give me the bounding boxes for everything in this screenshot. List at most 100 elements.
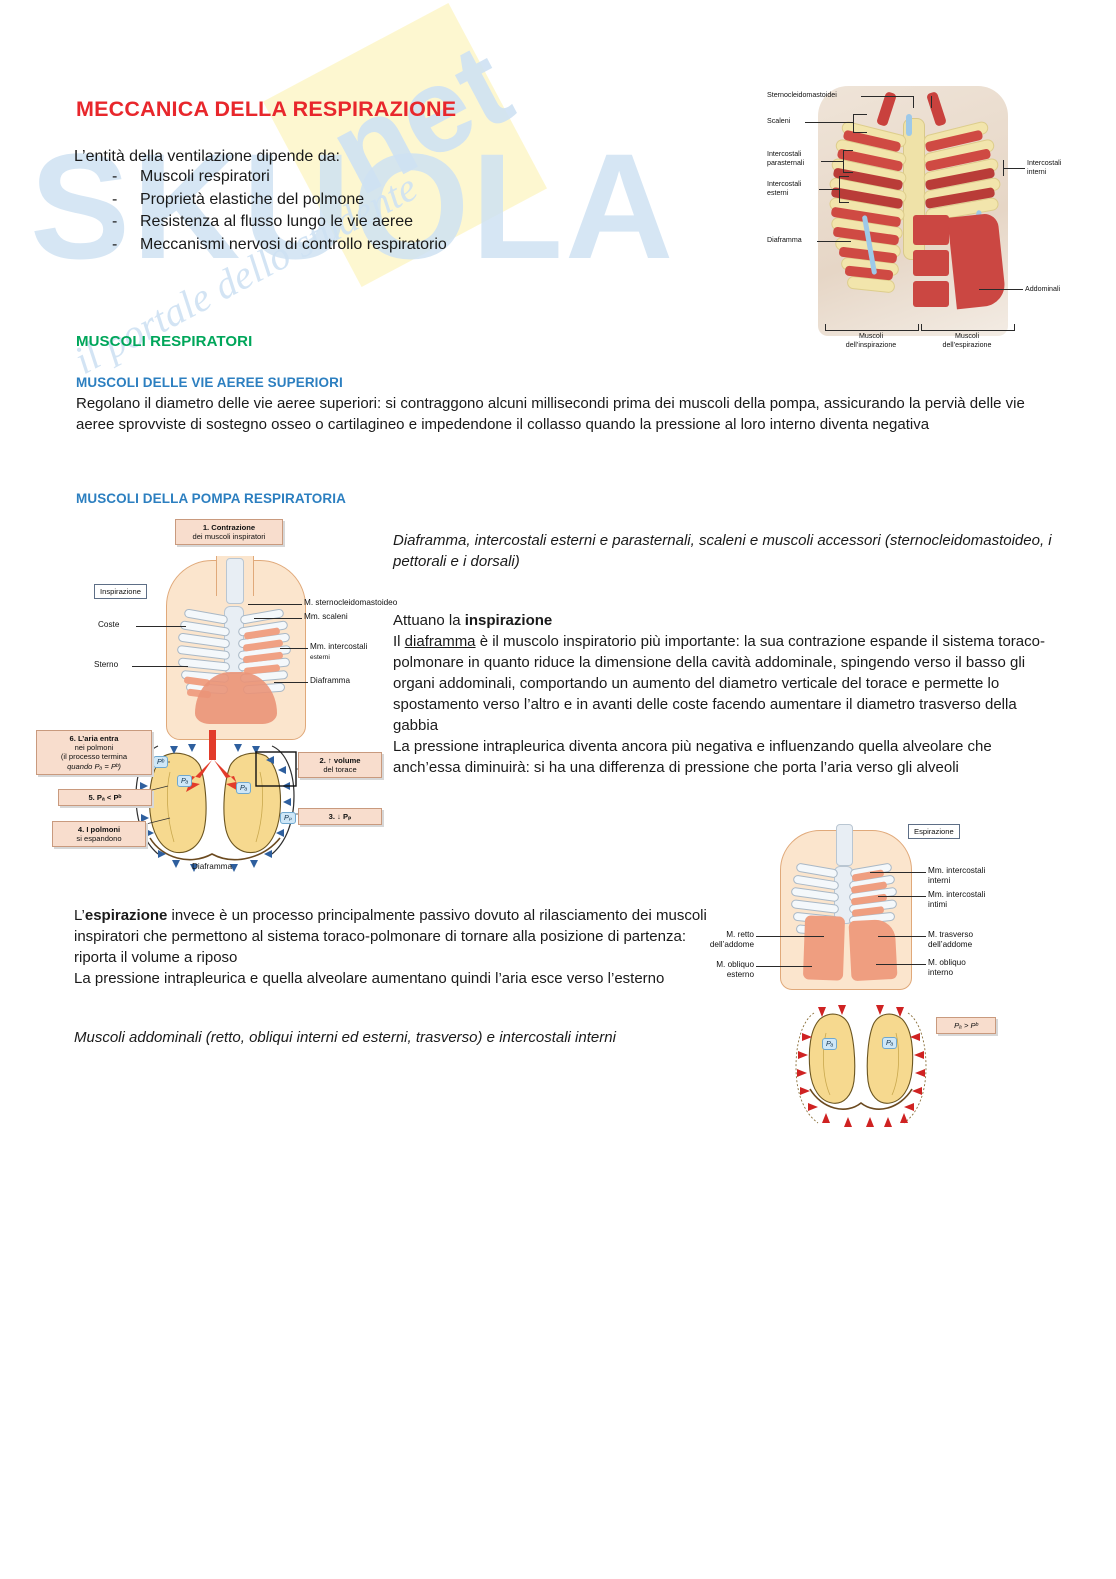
- expiration-pressure-body: La pressione intrapleurica e quella alve…: [74, 970, 665, 987]
- figure-box-5-pressure: 5. Pₐ < Pᵇ: [58, 789, 152, 807]
- list-item-label: Resistenza al flusso lungo le vie aeree: [140, 213, 414, 230]
- figure-label-scaleni: Scaleni: [767, 117, 791, 125]
- leader-line: [1003, 160, 1004, 176]
- figure-label-sterno: Sterno: [94, 660, 119, 669]
- list-item: - Proprietà elastiche del polmone: [74, 189, 447, 212]
- pressure-badge-pa-left: Pₐ: [822, 1038, 838, 1050]
- leader-line: [248, 604, 302, 605]
- figure-mode-label-espirazione: Espirazione: [908, 824, 960, 839]
- figure-label-coste: Coste: [98, 620, 120, 629]
- leader-line: [280, 648, 308, 649]
- vein-shape: [906, 114, 912, 136]
- dependency-list: - Muscoli respiratori - Proprietà elastich…: [74, 166, 447, 256]
- figure-label-sternocleidomastoideo: M. sternocleidomastoideo: [304, 598, 398, 607]
- leader-line: [821, 161, 843, 162]
- oblique-muscle-shape: [848, 918, 898, 982]
- pressure-badge-pa-left: Pₐ: [177, 775, 193, 787]
- brace-expiration: [921, 324, 1015, 331]
- lungs-inspiration-illustration: [135, 730, 316, 872]
- leader-line: [1003, 168, 1025, 169]
- figure-box-4-polmoni-espandono: 4. I polmoni si espandono: [52, 821, 146, 848]
- lungs-expiration-illustration: [795, 1005, 927, 1127]
- intro-lead: L’entità della ventilazione dipende da:: [74, 148, 340, 165]
- figure-inspiration-torso: Inspirazione Coste Sterno M. sternocleid…: [88, 556, 397, 741]
- brace-inspiration: [825, 324, 919, 331]
- pressure-badge-pp: Pₚ: [280, 812, 296, 824]
- figure-thorax-muscles: Sternocleidomastoidei Scaleni Intercosta…: [763, 70, 1061, 350]
- list-item: - Resistenza al flusso lungo le vie aeree: [74, 211, 447, 234]
- subsection-heading-pompa-respiratoria: MUSCOLI DELLA POMPA RESPIRATORIA: [76, 491, 346, 506]
- figure-box-pressure-comparison: Pₐ > Pᵇ: [936, 1017, 996, 1035]
- leader-line: [853, 114, 867, 115]
- abdominal-muscle-shape: [913, 215, 949, 245]
- figure-box-2-volume-torace: 2. ↑ volume del torace: [298, 752, 382, 779]
- subsection-heading-vie-aeree-superiori: MUSCOLI DELLE VIE AEREE SUPERIORI: [76, 375, 343, 390]
- figure-mode-label-inspirazione: Inspirazione: [94, 584, 147, 599]
- leader-line: [254, 618, 302, 619]
- pressure-badge-pb: Pᵇ: [153, 756, 169, 768]
- leader-line: [839, 202, 849, 203]
- leader-line: [861, 96, 913, 97]
- figure-label-diaframma: Diaframma: [310, 676, 351, 685]
- abdominal-muscle-shape: [913, 281, 949, 307]
- leader-line: [853, 114, 854, 132]
- leader-line: [876, 964, 926, 965]
- bullet-marker: -: [112, 190, 118, 208]
- list-item-label: Muscoli respiratori: [140, 168, 270, 185]
- section-heading-muscoli-respiratori: MUSCOLI RESPIRATORI: [76, 333, 253, 350]
- list-item: - Meccanismi nervosi di controllo respira…: [74, 234, 447, 257]
- paragraph-inspiratory-muscles-list: Diaframma, intercostali esterni e parast…: [393, 532, 1052, 570]
- leader-line: [870, 872, 926, 873]
- leader-line: [913, 96, 914, 108]
- paragraph-inspiration: Attuano la inspirazione Il diaframma è i…: [393, 610, 1058, 778]
- leader-line: [805, 122, 853, 123]
- figure-box-3-pressione-pleurica: 3. ↓ Pₚ: [298, 808, 382, 826]
- cervical-spine-shape: [226, 558, 244, 604]
- bullet-marker: -: [112, 168, 118, 185]
- leader-line: [132, 666, 188, 667]
- list-item-label: Meccanismi nervosi di controllo respirat…: [140, 235, 447, 253]
- bullet-marker: -: [112, 213, 118, 230]
- leader-line: [979, 289, 1023, 290]
- figure-label-diaframma: Diaframma: [767, 236, 802, 244]
- leader-line: [843, 172, 853, 173]
- expiration-body: L’espirazione invece è un processo princ…: [74, 907, 707, 966]
- figure-lungs-inspiration: Pᵇ Pₐ Pₐ Pₚ Diaframma: [40, 726, 390, 878]
- list-item: - Muscoli respiratori: [74, 166, 447, 189]
- leader-line: [878, 896, 926, 897]
- bullet-marker: -: [112, 235, 118, 253]
- paragraph-expiratory-muscles-list: Muscoli addominali (retto, obliqui inter…: [74, 1029, 616, 1046]
- page-title: MECCANICA DELLA RESPIRAZIONE: [76, 97, 457, 121]
- inspiration-pressure-body: La pressione intrapleurica diventa ancor…: [393, 738, 992, 776]
- leader-line: [843, 150, 844, 172]
- pressure-badge-pa-right: Pₐ: [236, 782, 252, 794]
- leader-line: [819, 189, 839, 190]
- paragraph-expiration: L’espirazione invece è un processo princ…: [74, 905, 714, 989]
- leader-line: [878, 936, 926, 937]
- figure-label-diaframma: Diaframma: [192, 862, 233, 871]
- figure-label-sternocleidomastoidei: Sternocleidomastoidei: [767, 91, 837, 99]
- oblique-muscle-shape: [947, 212, 1007, 310]
- paragraph-vie-aeree-superiori: Regolano il diametro delle vie aeree sup…: [76, 395, 1025, 433]
- list-item-label: Proprietà elastiche del polmone: [140, 190, 365, 208]
- pressure-badge-pa-right: Pₐ: [882, 1037, 898, 1049]
- leader-line: [274, 682, 308, 683]
- leader-line: [756, 966, 812, 967]
- inspiration-body: Il diaframma è il muscolo inspiratorio p…: [393, 633, 1045, 734]
- abdominal-muscle-shape: [913, 250, 949, 276]
- figure-label-scaleni: Mm. scaleni: [304, 612, 348, 621]
